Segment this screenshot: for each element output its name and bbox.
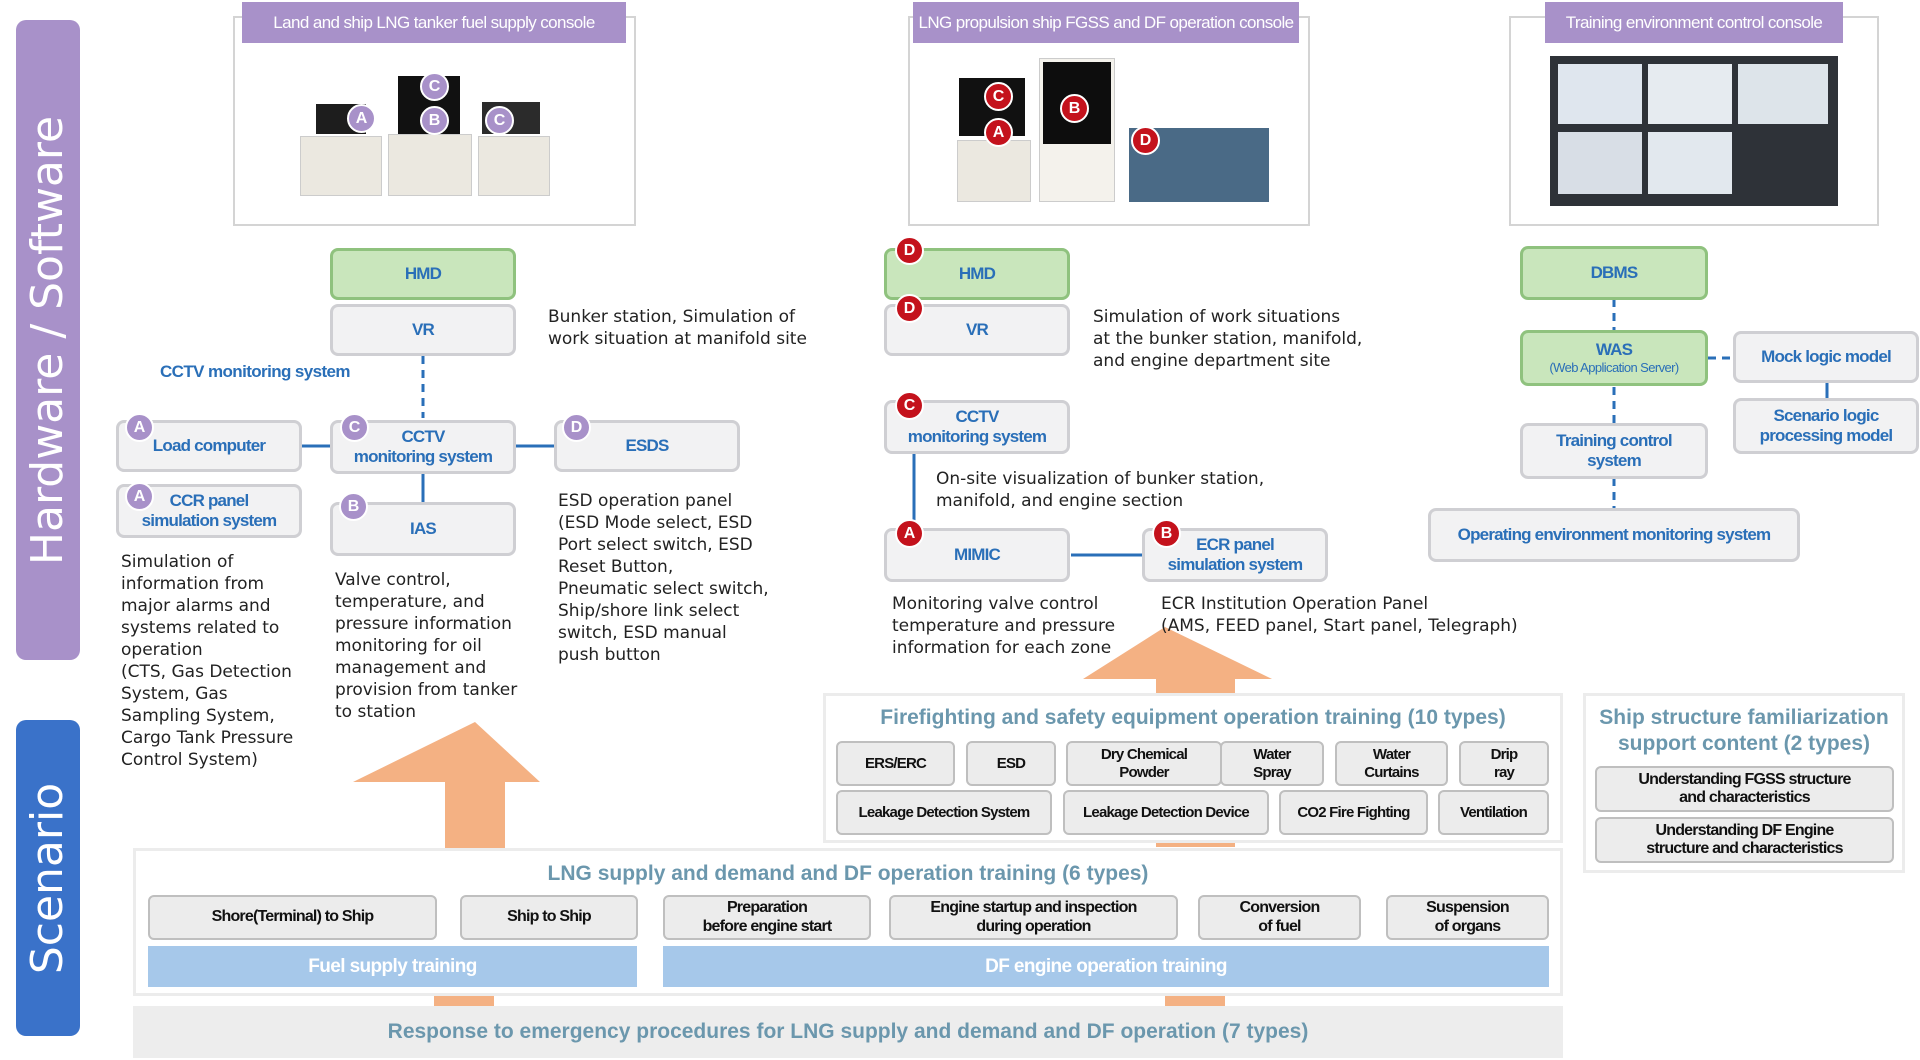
hw-sw-sidebar: Hardware / Software <box>16 20 80 660</box>
s1-cctv-badge: C <box>340 413 369 442</box>
s1-note-a: Simulation of information from major ala… <box>121 552 294 770</box>
lng-chip-shore-to-ship: Shore(Terminal) to Ship <box>148 895 437 940</box>
fire-chip-ventilation: Ventilation <box>1438 790 1549 835</box>
was-label: WAS <box>1595 340 1633 359</box>
console-2-badge-d: D <box>1131 126 1160 155</box>
ccr-panel-badge: A <box>125 482 154 511</box>
fire-chip-leakage-device: Leakage Detection Device <box>1063 790 1269 835</box>
s1-cctv-label: CCTV monitoring system <box>160 362 350 381</box>
s1-vr-box: VR <box>330 304 516 356</box>
console-2-badge-b: B <box>1060 94 1089 123</box>
fire-chip-drip-ray: Drip ray <box>1459 741 1549 786</box>
console-1-title: Land and ship LNG tanker fuel supply con… <box>242 2 626 43</box>
fire-chip-co2: CO2 Fire Fighting <box>1279 790 1428 835</box>
mimic-badge: A <box>895 519 924 548</box>
console-1-badge-a: A <box>347 104 376 133</box>
fire-chip-water-spray: Water Spray <box>1220 741 1324 786</box>
emergency-panel <box>133 1006 1563 1058</box>
s2-vr-badge: D <box>895 294 924 323</box>
load-computer-badge: A <box>125 413 154 442</box>
firefighting-title: Firefighting and safety equipment operat… <box>880 706 1506 729</box>
scenario-logic-box: Scenario logic processing model <box>1733 398 1919 454</box>
emergency-title: Response to emergency procedures for LNG… <box>387 1020 1309 1043</box>
emergency-arrow-left <box>434 996 494 1008</box>
s1-note-d: ESD operation panel (ESD Mode select, ES… <box>558 491 769 665</box>
s2-cctv-box: CCTV monitoring system <box>884 400 1070 454</box>
console-3-photo <box>1550 56 1838 206</box>
lng-chip-conversion: Conversion of fuel <box>1198 895 1361 940</box>
fire-chip-dry-chemical: Dry Chemical Powder <box>1066 741 1222 786</box>
fire-chip-esd: ESD <box>966 741 1056 786</box>
console-1-badge-c-right: C <box>485 106 514 135</box>
ship-chip-fgss: Understanding FGSS structure and charact… <box>1595 766 1894 812</box>
env-monitoring-box: Operating environment monitoring system <box>1428 508 1800 562</box>
s2-ecr-note: ECR Institution Operation Panel (AMS, FE… <box>1161 594 1518 636</box>
was-box: WAS (Web Application Server) <box>1520 330 1708 386</box>
console-1-badge-b: B <box>420 106 449 135</box>
console-2-badge-a: A <box>984 118 1013 147</box>
lng-chip-engine-startup: Engine startup and inspection during ope… <box>889 895 1178 940</box>
load-computer-box: Load computer <box>116 420 302 472</box>
s2-cctv-badge: C <box>895 391 924 420</box>
df-engine-bar: DF engine operation training <box>663 946 1549 987</box>
s2-vr-note: Simulation of work situations at the bun… <box>1093 307 1363 371</box>
s1-hmd-box: HMD <box>330 248 516 300</box>
mock-logic-box: Mock logic model <box>1733 331 1919 383</box>
was-sublabel: (Web Application Server) <box>1549 360 1679 376</box>
lng-chip-ship-to-ship: Ship to Ship <box>460 895 638 940</box>
lng-training-title: LNG supply and demand and DF operation t… <box>547 862 1149 885</box>
left-orange-arrow <box>353 722 540 848</box>
fire-chip-water-curtains: Water Curtains <box>1335 741 1448 786</box>
dbms-box: DBMS <box>1520 246 1708 300</box>
emergency-arrow-right <box>1165 996 1225 1008</box>
lng-chip-preparation: Preparation before engine start <box>663 895 871 940</box>
fire-chip-ers-erc: ERS/ERC <box>836 741 955 786</box>
ecr-panel-badge: B <box>1152 519 1181 548</box>
ias-badge: B <box>339 492 368 521</box>
console-2-badge-c: C <box>984 82 1013 111</box>
console-1-badge-c-top: C <box>420 72 449 101</box>
training-control-box: Training control system <box>1520 423 1708 479</box>
ecr-panel-box: ECR panel simulation system <box>1142 528 1328 582</box>
s2-cctv-note: On-site visualization of bunker station,… <box>936 469 1265 511</box>
ship-structure-title: Ship structure familiarization support c… <box>1599 706 1889 755</box>
fuel-supply-bar: Fuel supply training <box>148 946 637 987</box>
scenario-sidebar: Scenario <box>16 720 80 1036</box>
esds-badge: D <box>562 413 591 442</box>
ship-chip-df-engine: Understanding DF Engine structure and ch… <box>1595 817 1894 863</box>
s2-vr-box: VR <box>884 304 1070 356</box>
s1-vr-note: Bunker station, Simulation of work situa… <box>548 307 807 349</box>
s1-cctv-box: CCTV monitoring system <box>330 420 516 474</box>
s1-note-b: Valve control, temperature, and pressure… <box>335 570 518 722</box>
fire-chip-leakage-system: Leakage Detection System <box>836 790 1052 835</box>
console-2-title: LNG propulsion ship FGSS and DF operatio… <box>913 2 1299 43</box>
console-2-photo <box>955 56 1275 206</box>
console-3-title: Training environment control console <box>1545 2 1843 43</box>
s2-mimic-note: Monitoring valve control temperature and… <box>892 594 1116 658</box>
lng-chip-suspension: Suspension of organs <box>1386 895 1549 940</box>
s2-hmd-badge: D <box>895 236 924 265</box>
